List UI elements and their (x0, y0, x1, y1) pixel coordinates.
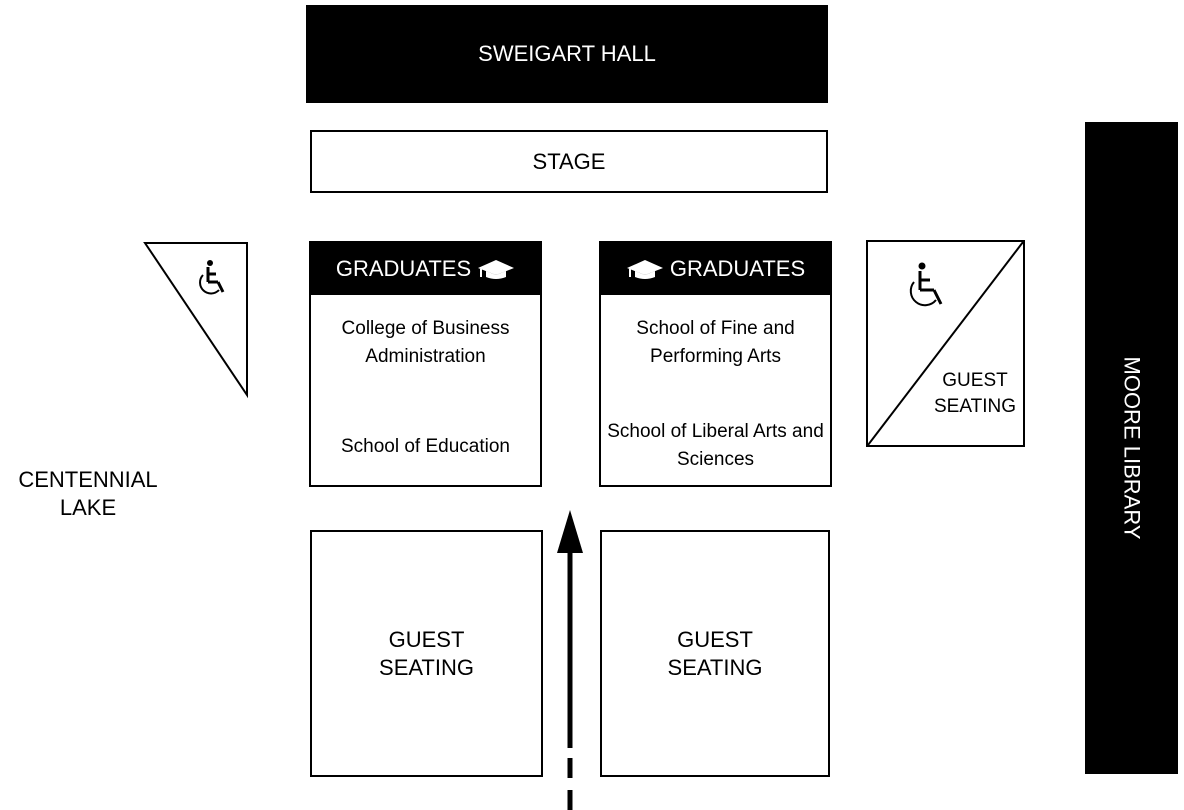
guest-seating-right: GUEST SEATING (600, 530, 830, 777)
accessible-guest-seating-label: GUEST SEATING (934, 370, 1016, 417)
college-business-administration: College of Business Administration (341, 318, 510, 367)
moore-library-label: MOORE LIBRARY (1119, 356, 1145, 540)
accessible-seating-left (143, 242, 248, 399)
graduates-section-right: GRADUATES School of Fine and Performing … (599, 241, 832, 487)
graduates-heading-left: GRADUATES (335, 256, 472, 281)
stage-area: STAGE (310, 130, 828, 193)
graduates-header-right: GRADUATES (601, 243, 830, 295)
graduation-cap-icon (626, 260, 663, 279)
moore-library-building: MOORE LIBRARY (1085, 122, 1178, 774)
graduates-heading-right: GRADUATES (669, 256, 806, 281)
school-fine-performing-arts: School of Fine and Performing Arts (636, 318, 795, 367)
guest-seating-left-label: GUEST SEATING (379, 626, 474, 680)
graduation-cap-icon (478, 260, 515, 279)
sweigart-hall-label: SWEIGART HALL (478, 41, 656, 66)
graduates-header-left: GRADUATES (311, 243, 540, 295)
school-education: School of Education (340, 436, 510, 457)
guest-seating-right-label: GUEST SEATING (667, 626, 763, 680)
wheelchair-icon (199, 260, 225, 295)
sweigart-hall-building: SWEIGART HALL (306, 5, 828, 103)
school-liberal-arts-sciences: School of Liberal Arts and Sciences (607, 421, 824, 470)
accessible-guest-seating-right (866, 240, 1025, 447)
arrow-up-icon (557, 510, 583, 810)
centennial-lake-label: CENTENNIAL LAKE (18, 467, 158, 520)
wheelchair-icon (909, 262, 943, 307)
stage-label: STAGE (532, 148, 606, 174)
seating-divider (868, 242, 1023, 445)
guest-seating-left: GUEST SEATING (310, 530, 543, 777)
graduates-section-left: GRADUATES College of Business Administra… (309, 241, 542, 487)
